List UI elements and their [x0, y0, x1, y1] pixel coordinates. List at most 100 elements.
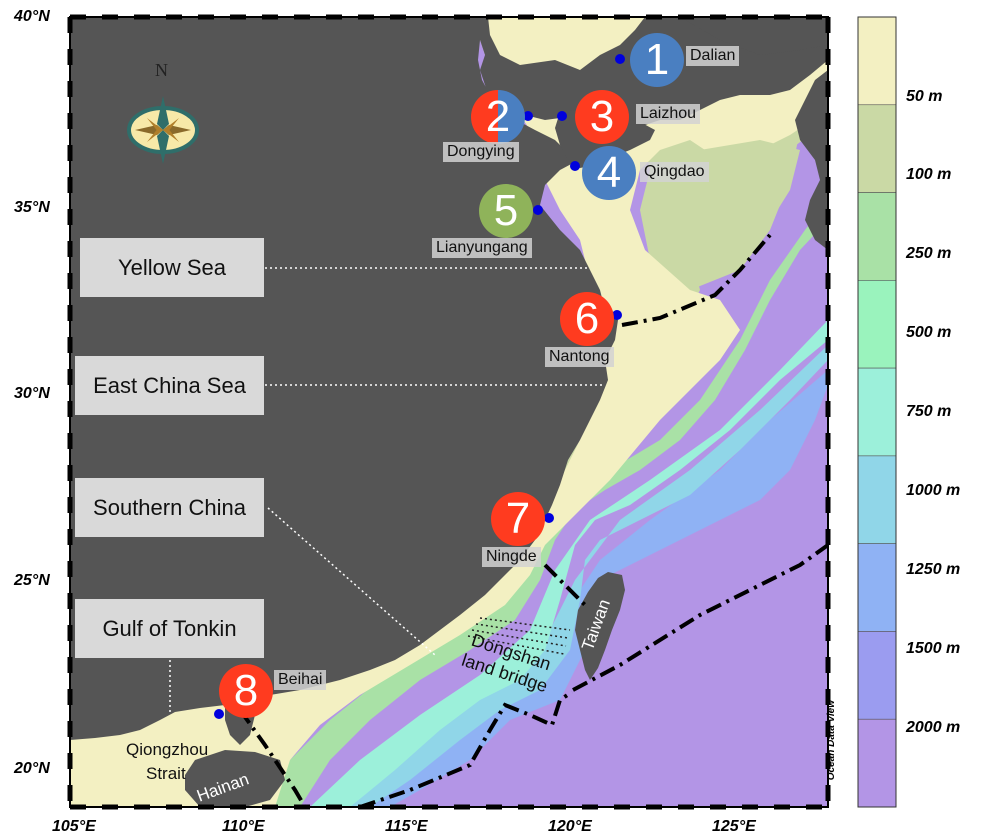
depth-band-1250 — [340, 370, 828, 807]
frame-tick — [454, 804, 470, 810]
frame-tick — [486, 804, 502, 810]
southern-china-connector — [267, 507, 436, 656]
frame-tick — [825, 785, 831, 801]
frame-tick — [326, 804, 342, 810]
frame-tick — [825, 593, 831, 609]
site-name-dongying: Dongying — [443, 142, 519, 162]
frame-tick — [646, 14, 662, 20]
frame-tick — [390, 14, 406, 20]
frame-tick — [67, 657, 73, 673]
label-qiongzhou: Qiongzhou — [126, 740, 209, 759]
frame-tick — [825, 561, 831, 577]
frame-tick — [518, 14, 534, 20]
frame-tick — [582, 14, 598, 20]
frame-tick — [825, 49, 831, 65]
frame-tick — [614, 14, 630, 20]
frame-tick — [67, 529, 73, 545]
compass-icon — [127, 96, 199, 164]
frame-tick — [67, 209, 73, 225]
frame-tick — [422, 14, 438, 20]
region-yellow-sea: Yellow Sea — [80, 238, 264, 297]
frame-tick — [70, 14, 86, 20]
frame-tick — [825, 273, 831, 289]
frame-tick — [294, 14, 310, 20]
site-name-qingdao: Qingdao — [640, 162, 709, 182]
label-strait: Strait — [146, 764, 186, 783]
frame-tick — [67, 401, 73, 417]
lat-label-25: 25°N — [14, 572, 50, 589]
site-badge-8: 8 — [219, 664, 273, 718]
site-name-beihai: Beihai — [274, 670, 327, 690]
frame-tick — [294, 804, 310, 810]
frame-tick — [230, 804, 246, 810]
site-badge-5: 5 — [479, 184, 533, 238]
frame-tick — [67, 177, 73, 193]
region-southern-china: Southern China — [75, 478, 264, 537]
region-gulf-of-tonkin: Gulf of Tonkin — [75, 599, 264, 658]
site-dots — [214, 54, 625, 719]
frame-tick — [742, 14, 758, 20]
frame-tick — [825, 721, 831, 737]
compass-north-label: N — [155, 60, 168, 80]
frame-tick — [825, 337, 831, 353]
frame-tick — [825, 689, 831, 705]
frame-tick — [262, 804, 278, 810]
site-dot-lianyungang — [533, 205, 543, 215]
site-badge-4: 4 — [582, 146, 636, 200]
hainan-island — [185, 750, 285, 807]
frame-tick — [67, 305, 73, 321]
colorbar-swatch — [857, 280, 897, 369]
frame-tick — [67, 625, 73, 641]
frame-tick — [67, 593, 73, 609]
colorbar-swatch — [857, 631, 897, 720]
frame-tick — [825, 753, 831, 769]
frame-tick — [825, 369, 831, 385]
lon-label-110: 110°E — [222, 818, 265, 835]
frame-tick — [67, 273, 73, 289]
frame-tick — [67, 785, 73, 801]
frame-tick — [134, 14, 150, 20]
frame-tick — [454, 14, 470, 20]
mainland-land — [70, 17, 828, 740]
boundary-lines — [238, 233, 828, 807]
region-east-china-sea: East China Sea — [75, 356, 264, 415]
lon-label-115: 115°E — [385, 818, 428, 835]
frame-tick — [550, 804, 566, 810]
frame-tick — [806, 804, 822, 810]
frame-tick — [262, 14, 278, 20]
frame-tick — [102, 14, 118, 20]
frame-tick — [67, 369, 73, 385]
lat-label-20: 20°N — [14, 760, 50, 777]
frame-tick — [825, 17, 831, 33]
frame-tick — [134, 804, 150, 810]
site-badge-2: 2 — [471, 90, 525, 144]
frame-ticks — [67, 14, 831, 810]
frame-tick — [67, 561, 73, 577]
frame-tick — [678, 14, 694, 20]
colorbar-swatch — [857, 16, 897, 106]
frame-tick — [67, 49, 73, 65]
site-badge-7: 7 — [491, 492, 545, 546]
frame-tick — [742, 804, 758, 810]
depth-label-750: 750 m — [906, 403, 952, 420]
depth-label-250: 250 m — [906, 245, 952, 262]
frame-tick — [67, 753, 73, 769]
frame-tick — [825, 433, 831, 449]
frame-tick — [70, 804, 86, 810]
frame-tick — [67, 721, 73, 737]
frame-tick — [646, 804, 662, 810]
frame-tick — [67, 465, 73, 481]
tonkin-shelf — [70, 715, 220, 807]
frame-tick — [102, 804, 118, 810]
depth-colorbar — [857, 16, 897, 808]
frame-tick — [825, 529, 831, 545]
site-name-ningde: Ningde — [482, 547, 541, 567]
lon-label-120: 120°E — [548, 818, 592, 835]
frame-tick — [774, 804, 790, 810]
site-dot-beihai — [214, 709, 224, 719]
site-badge-6: 6 — [560, 292, 614, 346]
colorbar-swatch — [857, 367, 897, 457]
frame-tick — [67, 113, 73, 129]
depth-label-500: 500 m — [906, 324, 952, 341]
frame-tick — [518, 804, 534, 810]
